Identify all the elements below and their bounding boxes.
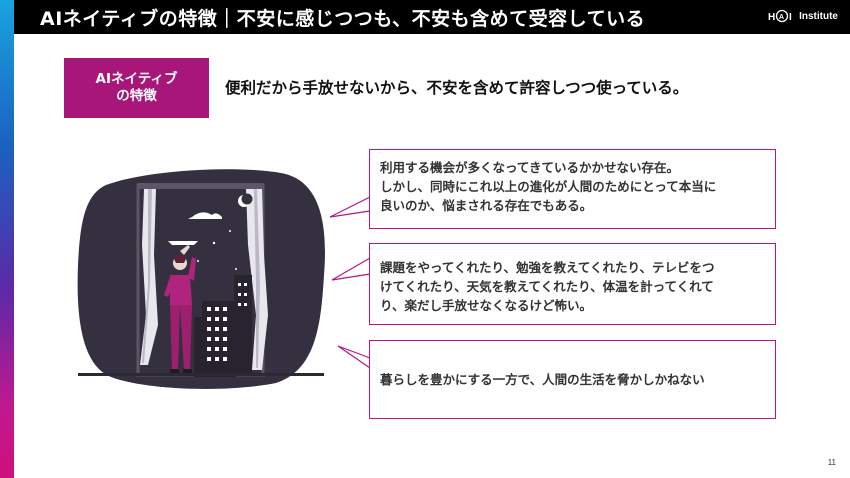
cloud-icon bbox=[188, 212, 222, 219]
bubble-2-line-1: 課題をやってくれたり、勉強を教えてくれたり、テレビをつ bbox=[380, 260, 715, 275]
badge-line-2: の特徴 bbox=[116, 88, 157, 104]
lead-statement: 便利だから手放せないから、不安を含めて許容しつつ使っている。 bbox=[225, 79, 689, 97]
badge-line-1: AIネイティブ bbox=[95, 71, 178, 87]
speech-bubble-3: 暮らしを豊かにする一方で、人間の生活を脅かしかねない bbox=[369, 340, 776, 419]
speech-bubble-2: 課題をやってくれたり、勉強を教えてくれたり、テレビをつ けてくれたり、天気を教え… bbox=[369, 243, 776, 325]
bubble-tail-3 bbox=[337, 345, 371, 369]
logo-text: Institute bbox=[799, 10, 838, 22]
header-bar: AIネイティブの特徴｜不安に感じつつも、不安も含めて受容している H A I I… bbox=[14, 0, 850, 34]
bubble-3-line-1: 暮らしを豊かにする一方で、人間の生活を脅かしかねない bbox=[380, 372, 705, 387]
bubble-2-line-3: り、楽だし手放せなくなるけど怖い。 bbox=[380, 298, 593, 313]
svg-text:I: I bbox=[789, 12, 792, 23]
svg-text:H: H bbox=[768, 12, 775, 23]
night-window-illustration bbox=[77, 169, 325, 389]
svg-text:A: A bbox=[779, 14, 784, 21]
person-figure bbox=[164, 245, 196, 373]
bubble-1-line-2: しかし、同時にこれ以上の進化が人間のためにとって本当に bbox=[380, 179, 717, 194]
bubble-2-line-2: けてくれたり、天気を教えてくれたり、体温を計ってくれて bbox=[380, 279, 714, 294]
feature-badge: AIネイティブ の特徴 bbox=[64, 58, 209, 118]
bubble-tail-2 bbox=[331, 257, 371, 281]
hai-logo-mark-icon: H A I bbox=[768, 9, 792, 23]
bubble-tail-1 bbox=[329, 196, 371, 218]
bubble-1-line-3: 良いのか、悩まされる存在でもある。 bbox=[380, 198, 593, 213]
bubble-1-line-1: 利用する機会が多くなってきているかかせない存在。 bbox=[380, 160, 680, 175]
hai-institute-logo: H A I Institute bbox=[768, 9, 838, 23]
building-windows bbox=[207, 283, 247, 361]
speech-bubble-1: 利用する機会が多くなってきているかかせない存在。 しかし、同時にこれ以上の進化が… bbox=[369, 149, 776, 229]
page-title: AIネイティブの特徴｜不安に感じつつも、不安も含めて受容している bbox=[40, 7, 646, 30]
page-number: 11 bbox=[827, 458, 836, 467]
side-gradient-bar bbox=[0, 0, 14, 478]
